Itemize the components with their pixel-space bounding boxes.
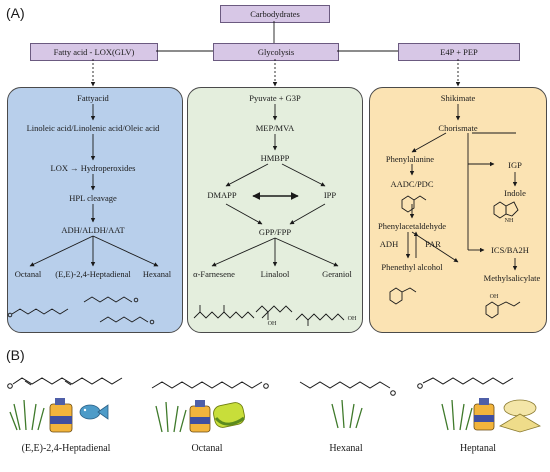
panel-a-label: (A) bbox=[6, 5, 25, 21]
indole-node: Indole bbox=[504, 188, 526, 198]
gpp-fpp-node: GPP/FPP bbox=[258, 227, 292, 237]
chorismate-node: Chorismate bbox=[438, 123, 478, 133]
glycolysis-pathway-panel bbox=[187, 87, 363, 333]
header-fatty-acid: Fatty acid - LOX(GLV) bbox=[30, 43, 158, 61]
indole-nh-label: NH bbox=[504, 218, 514, 224]
hexanal-label-b: Hexanal bbox=[329, 443, 363, 454]
hpl-cleavage-node: HPL cleavage bbox=[69, 193, 117, 203]
ics-ba2h-node: ICS/BA2H bbox=[491, 245, 529, 255]
linalool-oh-label: OH bbox=[267, 321, 277, 327]
oil-bottle-icon bbox=[473, 398, 495, 431]
geraniol-product: Geraniol bbox=[322, 269, 352, 279]
grass-icon bbox=[9, 399, 45, 431]
oil-bottle-icon bbox=[189, 400, 211, 433]
header-e4p-pep: E4P + PEP bbox=[398, 43, 520, 61]
grass-icon bbox=[441, 399, 473, 431]
aadc-pdc-node: AADC/PDC bbox=[390, 179, 434, 189]
heptadienal-product: (E,E)-2,4-Heptadienal bbox=[55, 269, 131, 279]
hexanal-product: Hexanal bbox=[142, 269, 172, 279]
grass-icon bbox=[331, 399, 363, 429]
header-glycolysis: Glycolysis bbox=[213, 43, 339, 61]
phenethyl-alcohol-node: Phenethyl alcohol bbox=[381, 262, 443, 272]
farnesene-product: α-Farnesene bbox=[193, 269, 235, 279]
aromatic-structures bbox=[389, 195, 521, 319]
panel-b-label: (B) bbox=[6, 347, 25, 363]
hmbpp-node: HMBPP bbox=[260, 153, 290, 163]
oil-bottle-icon bbox=[49, 398, 73, 433]
methylsalicylate-node: Methylsalicylate bbox=[483, 273, 541, 283]
sponge-icon bbox=[213, 402, 245, 428]
fatty-acid-pathway-panel bbox=[7, 87, 183, 333]
phenylalanine-node: Phenylalanine bbox=[385, 154, 435, 164]
mep-mva-node: MEP/MVA bbox=[255, 123, 295, 133]
shikimate-node: Shikimate bbox=[440, 93, 476, 103]
pyruvate-g3p-node: Pyuvate + G3P bbox=[249, 93, 301, 103]
geraniol-oh-label: OH bbox=[347, 316, 357, 322]
fattyacid-node: Fattyacid bbox=[77, 93, 109, 103]
octanal-product: Octanal bbox=[14, 269, 42, 279]
shikimate-pathway-panel bbox=[369, 87, 547, 333]
dmapp-node: DMAPP bbox=[207, 190, 237, 200]
heptanal-label-b: Heptanal bbox=[459, 443, 497, 454]
phenylacetaldehyde-node: Phenylacetaldehyde bbox=[378, 221, 446, 231]
octanal-label-b: Octanal bbox=[191, 443, 223, 454]
adh-aldh-aat-node: ADH/ALDH/AAT bbox=[61, 225, 125, 235]
ipp-node: IPP bbox=[323, 190, 337, 200]
left-structures bbox=[7, 296, 155, 325]
fish-icon bbox=[79, 404, 109, 420]
adh-label: ADH bbox=[379, 239, 399, 249]
linoleic-acid-node: Linoleic acid/Linolenic acid/Oleic acid bbox=[26, 123, 160, 133]
heptadienal-label-b: (E,E)-2,4-Heptadienal bbox=[21, 443, 111, 454]
terpene-structures bbox=[193, 305, 345, 326]
salicylate-oh-label: OH bbox=[489, 294, 499, 300]
grass-icon bbox=[155, 401, 187, 433]
igp-node: IGP bbox=[508, 160, 522, 170]
par-label: PAR bbox=[425, 239, 441, 249]
cheese-icon bbox=[499, 399, 541, 433]
linalool-product: Linalool bbox=[260, 269, 290, 279]
carbohydrates-node: Carbodydrates bbox=[220, 5, 330, 23]
lox-hydroperoxides-node: LOX → Hydroperoxides bbox=[50, 163, 136, 173]
